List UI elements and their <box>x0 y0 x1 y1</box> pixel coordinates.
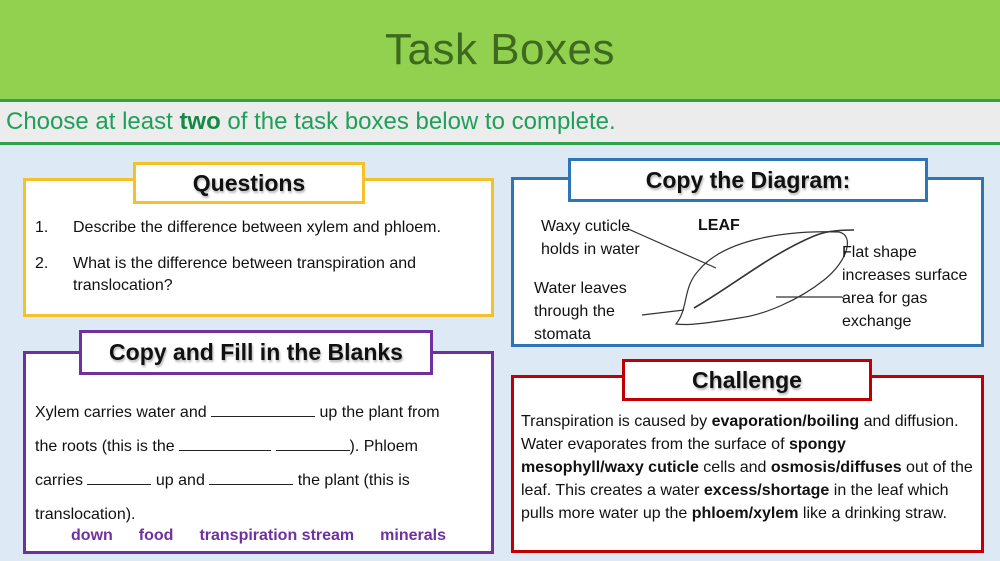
blank <box>179 436 272 451</box>
option-text: excess/shortage <box>703 482 830 499</box>
fill-line-4: translocation). <box>35 506 136 523</box>
word-bank: down food transpiration stream minerals <box>26 527 491 545</box>
text: carries <box>35 472 88 489</box>
word-bank-item: transpiration stream <box>199 527 355 544</box>
text: in the leaf which pulls more water up th… <box>521 482 949 522</box>
text: out of the leaf. This creates a water <box>521 459 973 499</box>
fill-blanks-paragraph: Xylem carries water and up the plant fro… <box>35 396 483 532</box>
text: like a drinking straw. <box>798 505 947 522</box>
option-text: phloem/xylem <box>691 505 799 522</box>
instruction-before: Choose at least <box>6 108 180 135</box>
option-text: osmosis/diffuses <box>770 459 902 476</box>
option-text: evaporation/boiling <box>711 413 860 430</box>
text: the plant (this is <box>293 472 410 489</box>
page-title: Task Boxes <box>385 24 615 74</box>
word-bank-item: food <box>138 527 174 544</box>
instruction-bar: Choose at least two of the task boxes be… <box>0 102 1000 145</box>
questions-title: Questions <box>133 162 365 204</box>
flat-shape-label: Flat shape increases surface area for ga… <box>842 244 968 330</box>
leaf-diagram-icon <box>625 227 855 326</box>
text: cells and <box>698 459 771 476</box>
blank <box>275 436 350 451</box>
question-number: 1. <box>35 219 49 236</box>
blank <box>211 402 316 417</box>
leaf-label: LEAF <box>698 217 740 234</box>
instruction-text: Choose at least two of the task boxes be… <box>6 108 616 136</box>
waxy-cuticle-label: Waxy cuticle holds in water <box>541 218 640 258</box>
text: Transpiration is caused by <box>521 413 712 430</box>
instruction-emphasis: two <box>179 108 221 135</box>
blank <box>209 470 294 485</box>
word-bank-item: down <box>71 527 113 544</box>
fill-blanks-box: Xylem carries water and up the plant fro… <box>23 351 494 554</box>
fill-blanks-title: Copy and Fill in the Blanks <box>79 330 433 375</box>
text: and diffusion. Water evaporates from the… <box>521 413 959 453</box>
question-item: 1. Describe the difference between xylem… <box>35 217 481 239</box>
question-text: What is the difference between transpira… <box>73 255 417 294</box>
challenge-title: Challenge <box>622 359 872 401</box>
diagram-title: Copy the Diagram: <box>568 158 928 202</box>
header-banner: Task Boxes <box>0 0 1000 102</box>
blank <box>87 470 152 485</box>
challenge-box: Transpiration is caused by evaporation/b… <box>511 375 984 553</box>
stomata-label: Water leaves through the stomata <box>534 280 627 343</box>
instruction-after: of the task boxes below to complete. <box>220 108 616 135</box>
fill-line-3: carries up and the plant (this is <box>35 464 483 498</box>
text: the roots (this is the <box>35 438 180 455</box>
questions-list: 1. Describe the difference between xylem… <box>35 217 481 311</box>
question-number: 2. <box>35 255 49 272</box>
word-bank-item: minerals <box>380 527 446 544</box>
option-text: spongy mesophyll/waxy cuticle <box>521 436 846 476</box>
text: Xylem carries water and <box>35 404 212 421</box>
diagram-box: LEAF Waxy cuticle holds in water Water l… <box>511 177 984 347</box>
question-text: Describe the difference between xylem an… <box>73 219 441 236</box>
question-item: 2. What is the difference between transp… <box>35 253 481 297</box>
fill-line-2: the roots (this is the ). Phloem <box>35 430 483 464</box>
text: up and <box>151 472 210 489</box>
text: ). Phloem <box>349 438 418 455</box>
fill-line-1: Xylem carries water and up the plant fro… <box>35 396 483 430</box>
text: up the plant from <box>315 404 440 421</box>
challenge-paragraph: Transpiration is caused by evaporation/b… <box>521 410 973 525</box>
